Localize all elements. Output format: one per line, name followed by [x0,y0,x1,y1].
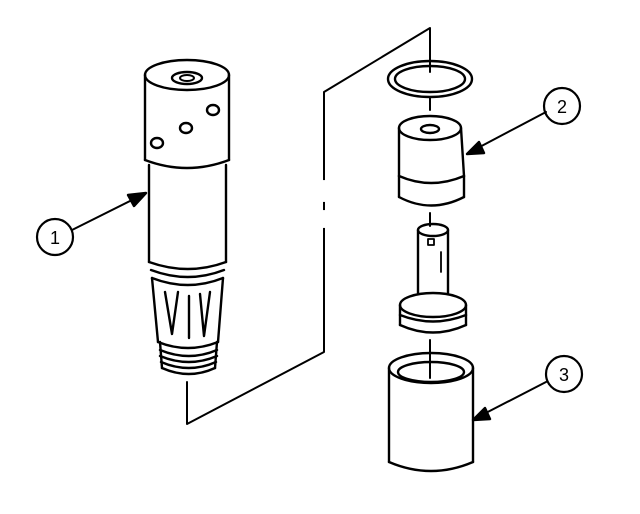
cup-housing [387,351,475,473]
callout-1-leader [71,191,148,231]
callout-circle-2 [542,86,582,126]
callout-circle-3 [544,354,584,394]
callout-2-leader [465,111,547,156]
callout-circle-1 [35,217,75,257]
plunger-shaft [398,222,468,356]
bushing [397,114,466,227]
tube-assembly [143,58,231,376]
o-ring-top [386,59,474,111]
callout-3-leader [471,381,547,422]
callout-label-2: 2 [557,97,567,117]
callout-label-3: 3 [559,365,569,385]
callout-label-1: 1 [50,228,60,248]
